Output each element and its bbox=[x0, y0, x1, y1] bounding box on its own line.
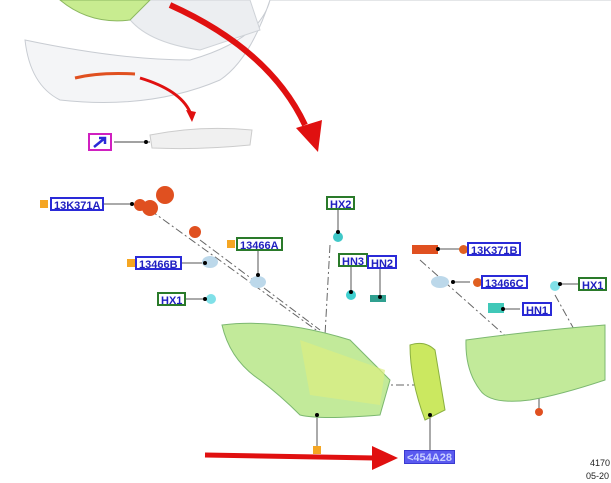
part-label-hx2[interactable]: HX2 bbox=[326, 196, 356, 211]
small-arrow bbox=[139, 76, 192, 113]
reflector bbox=[149, 127, 253, 150]
arrow-up-right-icon bbox=[93, 136, 107, 148]
marker-square bbox=[227, 240, 235, 248]
marker-square bbox=[127, 259, 135, 267]
reference-number: 4170 bbox=[590, 458, 611, 468]
edit-link-box[interactable] bbox=[88, 133, 112, 151]
part-label-hn1[interactable]: HN1 bbox=[522, 302, 553, 317]
marker-square bbox=[40, 200, 48, 208]
rear-bumper bbox=[24, 0, 611, 103]
right-tail-lamp bbox=[465, 324, 606, 402]
marker-dot bbox=[459, 245, 468, 254]
part-label-hx1-left[interactable]: HX1 bbox=[157, 292, 187, 307]
part-label-13k371a[interactable]: 13K371A bbox=[50, 197, 105, 212]
part-label-13k371b[interactable]: 13K371B bbox=[467, 242, 522, 257]
marker-dot bbox=[473, 278, 482, 287]
reference-date: 05-20 bbox=[586, 471, 610, 481]
part-label-hx1-right[interactable]: HX1 bbox=[578, 277, 608, 292]
part-label-hn3[interactable]: HN3 bbox=[338, 253, 369, 268]
part-label-hn2[interactable]: HN2 bbox=[367, 255, 398, 270]
big-arrow bbox=[168, 2, 308, 127]
part-label-13466b[interactable]: 13466B bbox=[135, 256, 182, 271]
part-label-13466a[interactable]: 13466A bbox=[236, 237, 283, 252]
lid-lamp bbox=[409, 342, 446, 421]
connectors bbox=[134, 186, 560, 313]
bottom-arrow bbox=[204, 452, 376, 461]
part-label-13466c[interactable]: 13466C bbox=[481, 275, 528, 290]
part-label-454a28[interactable]: <454A28 bbox=[404, 450, 455, 464]
